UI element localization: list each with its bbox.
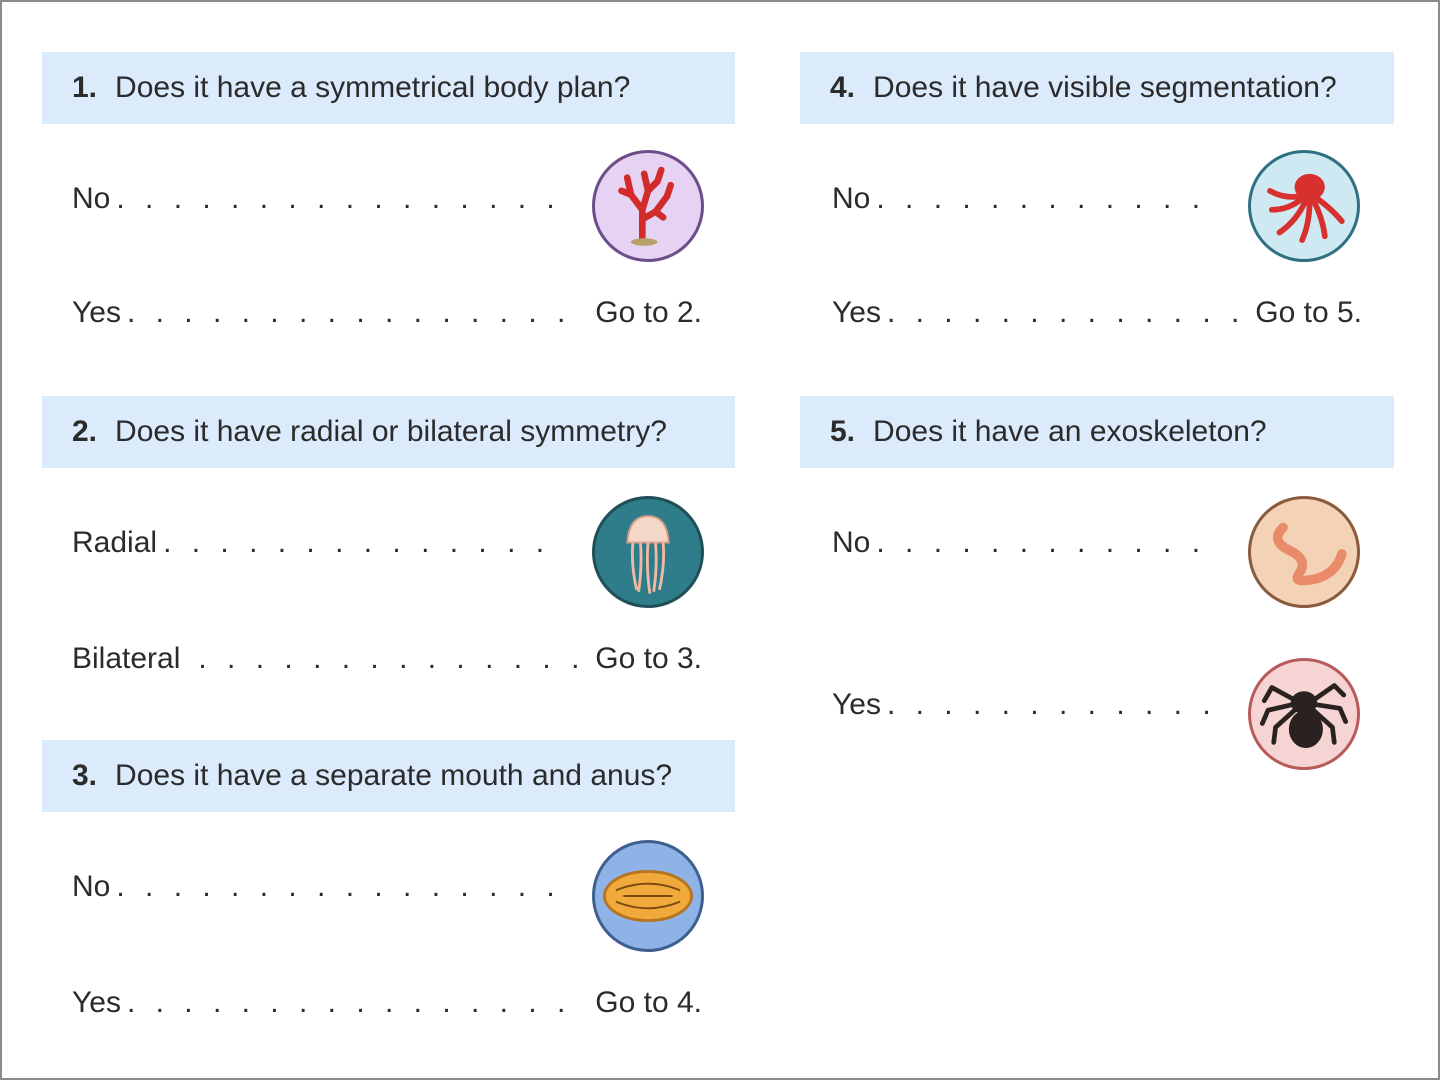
q3-option-yes: Yes . . . . . . . . . . . . . . . . . . … — [72, 986, 702, 1020]
q1-option-no: No . . . . . . . . . . . . . . . . . . .… — [72, 182, 562, 216]
question-4-header: 4. Does it have visible segmentation? — [800, 52, 1394, 124]
option-label: No — [832, 526, 871, 559]
question-number: 1. — [72, 71, 98, 104]
leader-dots: . . . . . . . . . . . . . . . . . . . . … — [198, 642, 581, 675]
question-number: 3. — [72, 759, 98, 792]
leader-dots: . . . . . . . . . . . . . . . . . . . . … — [876, 182, 1222, 215]
q2-option-radial: Radial . . . . . . . . . . . . . . . . .… — [72, 526, 562, 560]
q2-option-bilateral: Bilateral . . . . . . . . . . . . . . . … — [72, 642, 702, 676]
option-label: Bilateral — [72, 642, 181, 675]
question-text: Does it have a symmetrical body plan? — [115, 71, 631, 104]
question-text: Does it have visible segmentation? — [873, 71, 1337, 104]
leader-dots: . . . . . . . . . . . . . . . . . . . . … — [163, 526, 562, 559]
goto-text: Go to 4. — [595, 986, 702, 1019]
question-2-header: 2. Does it have radial or bilateral symm… — [42, 396, 735, 468]
q5-option-no: No . . . . . . . . . . . . . . . . . . .… — [832, 526, 1222, 560]
goto-text: Go to 5. — [1255, 296, 1362, 329]
q5-option-yes: Yes . . . . . . . . . . . . . . . . . . … — [832, 688, 1222, 722]
q4-option-no: No . . . . . . . . . . . . . . . . . . .… — [832, 182, 1222, 216]
question-number: 5. — [830, 415, 856, 448]
leader-dots: . . . . . . . . . . . . . . . . . . . . … — [876, 526, 1222, 559]
option-label: Yes — [832, 296, 881, 329]
option-label: Yes — [72, 296, 121, 329]
q4-option-yes: Yes . . . . . . . . . . . . . . . . . . … — [832, 296, 1362, 330]
option-label: Radial — [72, 526, 158, 559]
leader-dots: . . . . . . . . . . . . . . . . . . . . … — [886, 296, 1241, 329]
q3-option-no: No . . . . . . . . . . . . . . . . . . .… — [72, 870, 562, 904]
option-label: Yes — [832, 688, 881, 721]
option-label: Yes — [72, 986, 121, 1019]
question-5-header: 5. Does it have an exoskeleton? — [800, 396, 1394, 468]
question-1-header: 1. Does it have a symmetrical body plan? — [42, 52, 735, 124]
goto-text: Go to 2. — [595, 296, 702, 329]
tarantula-icon — [1248, 658, 1360, 770]
goto-text: Go to 3. — [595, 642, 702, 675]
leader-dots: . . . . . . . . . . . . . . . . . . . . … — [116, 870, 562, 903]
option-label: No — [72, 182, 111, 215]
question-number: 2. — [72, 415, 98, 448]
question-text: Does it have an exoskeleton? — [873, 415, 1267, 448]
jellyfish-icon — [592, 496, 704, 608]
coral-icon — [592, 150, 704, 262]
question-3-header: 3. Does it have a separate mouth and anu… — [42, 740, 735, 812]
question-text: Does it have radial or bilateral symmetr… — [115, 415, 667, 448]
flatworm-icon — [592, 840, 704, 952]
leader-dots: . . . . . . . . . . . . . . . . . . . . … — [886, 688, 1222, 721]
earthworm-icon — [1248, 496, 1360, 608]
q1-option-yes: Yes . . . . . . . . . . . . . . . . . . … — [72, 296, 702, 330]
question-text: Does it have a separate mouth and anus? — [115, 759, 673, 792]
leader-dots: . . . . . . . . . . . . . . . . . . . . … — [126, 296, 581, 329]
question-number: 4. — [830, 71, 856, 104]
leader-dots: . . . . . . . . . . . . . . . . . . . . … — [116, 182, 562, 215]
option-label: No — [72, 870, 111, 903]
option-label: No — [832, 182, 871, 215]
leader-dots: . . . . . . . . . . . . . . . . . . . . … — [126, 986, 581, 1019]
octopus-icon — [1248, 150, 1360, 262]
